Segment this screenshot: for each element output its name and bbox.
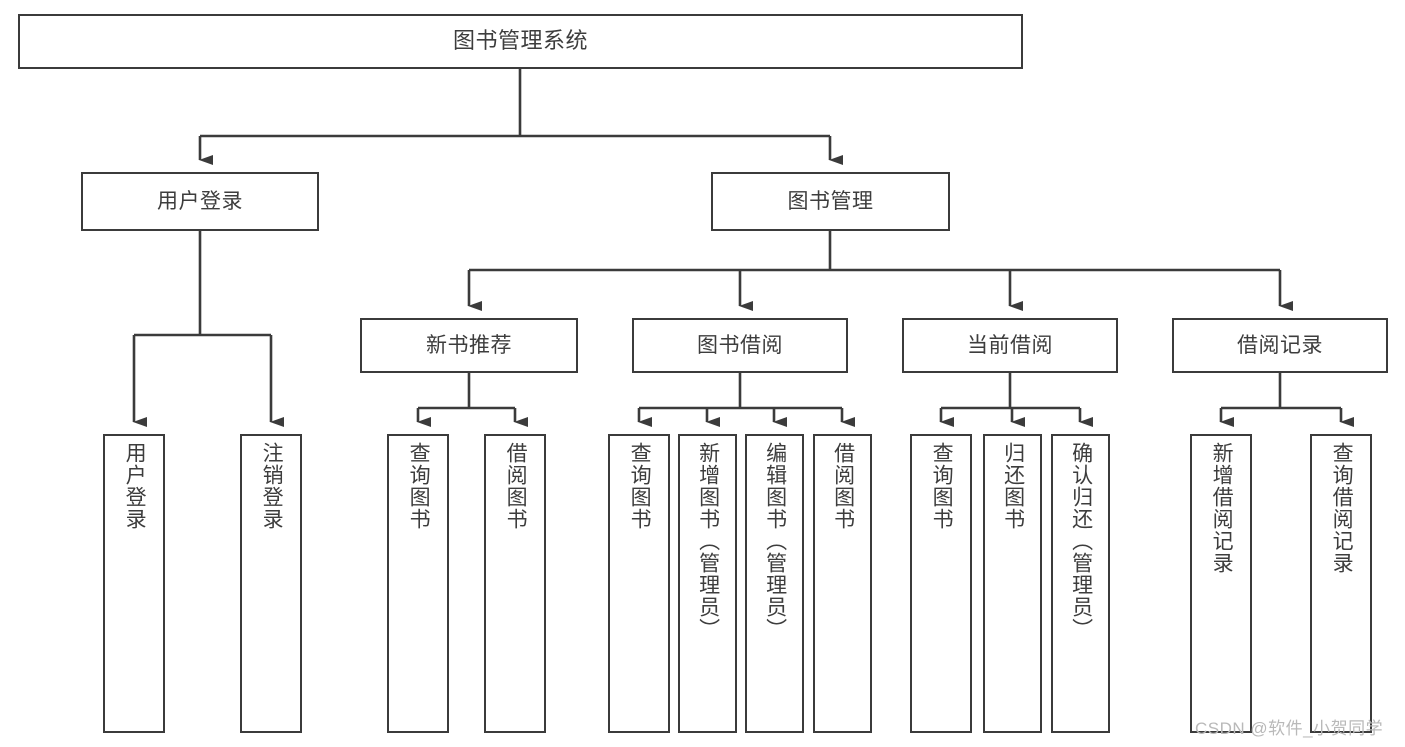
node-leaf-borrow-book-rec-label: 借阅图书 [504,442,528,530]
node-leaf-query-book-rec[interactable]: 查询图书 [387,434,449,733]
node-leaf-borrow-book[interactable]: 借阅图书 [813,434,872,733]
node-leaf-confirm-return-label: 确认归还（管理员） [1069,442,1093,640]
node-leaf-query-book-label: 查询图书 [628,442,652,530]
node-leaf-confirm-return[interactable]: 确认归还（管理员） [1051,434,1110,733]
node-leaf-add-book-label: 新增图书（管理员） [696,442,720,640]
node-new-book-rec-label: 新书推荐 [426,333,512,357]
node-leaf-edit-book-label: 编辑图书（管理员） [763,442,787,640]
node-borrow-record-label: 借阅记录 [1237,333,1323,357]
node-leaf-add-book[interactable]: 新增图书（管理员） [678,434,737,733]
node-leaf-borrow-book-rec[interactable]: 借阅图书 [484,434,546,733]
node-leaf-user-logout[interactable]: 注销登录 [240,434,302,733]
node-leaf-query-record-label: 查询借阅记录 [1330,442,1354,574]
node-leaf-query-book-cur[interactable]: 查询图书 [910,434,972,733]
node-leaf-add-record-label: 新增借阅记录 [1210,442,1234,574]
node-leaf-borrow-book-label: 借阅图书 [831,442,855,530]
node-book-borrow-label: 图书借阅 [697,333,783,357]
node-leaf-user-login[interactable]: 用户登录 [103,434,165,733]
node-user-login-label: 用户登录 [157,189,243,213]
node-leaf-return-book[interactable]: 归还图书 [983,434,1042,733]
node-leaf-query-book[interactable]: 查询图书 [608,434,670,733]
node-root[interactable]: 图书管理系统 [18,14,1023,69]
node-current-borrow-label: 当前借阅 [967,333,1053,357]
node-book-borrow[interactable]: 图书借阅 [632,318,848,373]
node-book-manage[interactable]: 图书管理 [711,172,950,231]
node-leaf-query-book-cur-label: 查询图书 [930,442,954,530]
node-leaf-query-record[interactable]: 查询借阅记录 [1310,434,1372,733]
node-leaf-user-login-label: 用户登录 [123,442,147,530]
csdn-watermark: CSDN @软件_小贺同学 [1195,719,1384,738]
node-new-book-rec[interactable]: 新书推荐 [360,318,578,373]
node-current-borrow[interactable]: 当前借阅 [902,318,1118,373]
node-leaf-user-logout-label: 注销登录 [260,442,284,530]
node-user-login[interactable]: 用户登录 [81,172,319,231]
node-borrow-record[interactable]: 借阅记录 [1172,318,1388,373]
node-leaf-edit-book[interactable]: 编辑图书（管理员） [745,434,804,733]
node-leaf-add-record[interactable]: 新增借阅记录 [1190,434,1252,733]
node-book-manage-label: 图书管理 [787,189,874,213]
node-leaf-return-book-label: 归还图书 [1001,442,1025,530]
node-root-label: 图书管理系统 [452,28,588,54]
node-leaf-query-book-rec-label: 查询图书 [407,442,431,530]
